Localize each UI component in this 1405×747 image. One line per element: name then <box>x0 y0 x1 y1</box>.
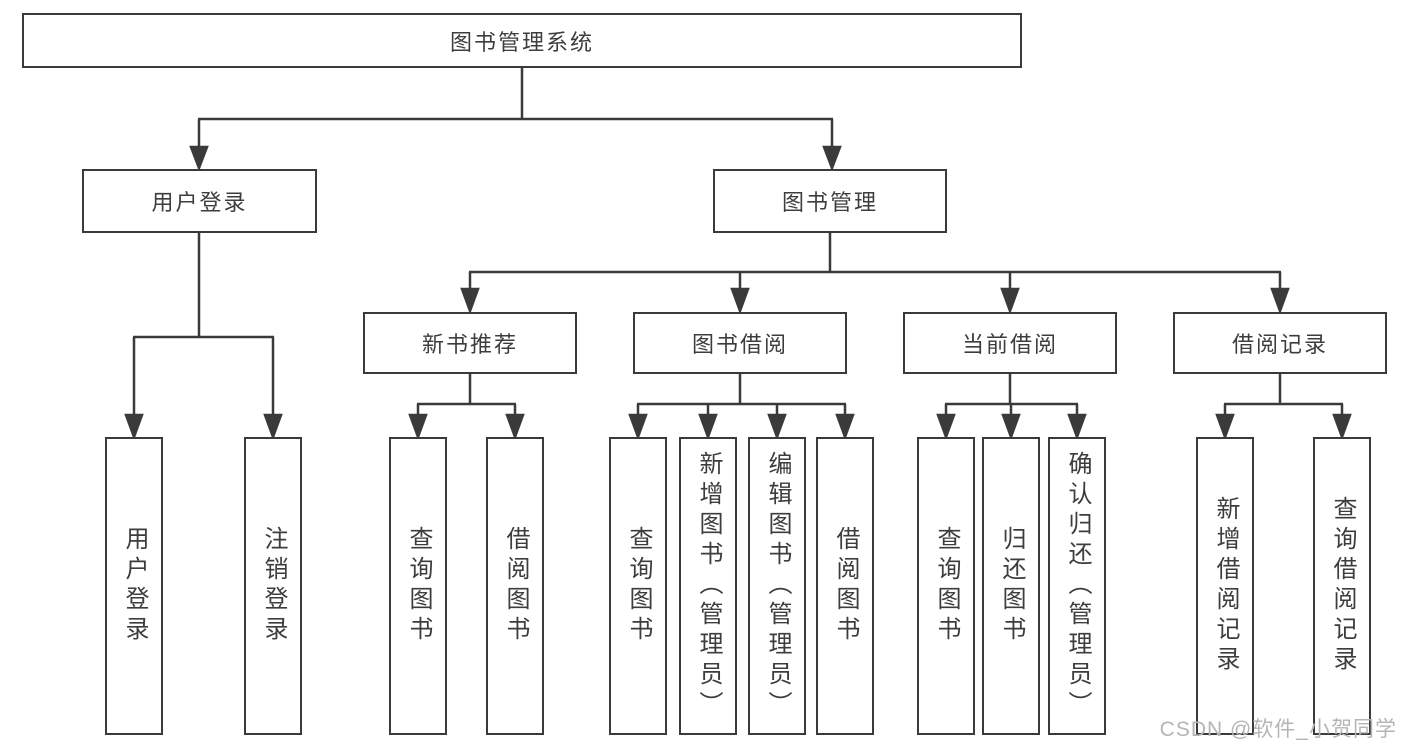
leaf-cb-confirm-return-admin-label: 确认归还（管理员） <box>1064 451 1091 721</box>
leaf-nbr-query-books-label: 查询图书 <box>405 526 432 646</box>
leaf-bb-add-books-admin: 新增图书（管理员） <box>679 437 737 735</box>
leaf-cb-return-books-label: 归还图书 <box>998 526 1025 646</box>
leaf-bb-borrow-books: 借阅图书 <box>816 437 874 735</box>
leaf-br-query-record: 查询借阅记录 <box>1313 437 1371 735</box>
node-current-borrowing: 当前借阅 <box>903 312 1117 374</box>
node-borrowing-records: 借阅记录 <box>1173 312 1387 374</box>
leaf-logout-label: 注销登录 <box>260 526 287 646</box>
leaf-bb-borrow-books-label: 借阅图书 <box>832 526 859 646</box>
node-root: 图书管理系统 <box>22 13 1022 68</box>
node-book-borrowing-label: 图书借阅 <box>691 332 788 357</box>
node-borrowing-records-label: 借阅记录 <box>1231 332 1328 357</box>
node-user-login-label: 用户登录 <box>151 190 248 215</box>
leaf-br-add-record: 新增借阅记录 <box>1196 437 1254 735</box>
leaf-logout: 注销登录 <box>244 437 302 735</box>
leaf-bb-edit-books-admin: 编辑图书（管理员） <box>748 437 806 735</box>
leaf-user-login-label: 用户登录 <box>121 526 148 646</box>
leaf-br-query-record-label: 查询借阅记录 <box>1329 496 1356 676</box>
leaf-user-login: 用户登录 <box>105 437 163 735</box>
node-book-management: 图书管理 <box>713 169 947 233</box>
leaf-cb-query-books-label: 查询图书 <box>933 526 960 646</box>
leaf-bb-query-books: 查询图书 <box>609 437 667 735</box>
node-root-label: 图书管理系统 <box>449 29 594 55</box>
leaf-bb-add-books-admin-label: 新增图书（管理员） <box>695 451 722 721</box>
leaf-nbr-borrow-books: 借阅图书 <box>486 437 544 735</box>
node-user-login: 用户登录 <box>82 169 317 233</box>
leaf-cb-query-books: 查询图书 <box>917 437 975 735</box>
node-new-book-recommend: 新书推荐 <box>363 312 577 374</box>
node-book-borrowing: 图书借阅 <box>633 312 847 374</box>
leaf-bb-query-books-label: 查询图书 <box>625 526 652 646</box>
leaf-br-add-record-label: 新增借阅记录 <box>1212 496 1239 676</box>
leaf-bb-edit-books-admin-label: 编辑图书（管理员） <box>764 451 791 721</box>
node-new-book-recommend-label: 新书推荐 <box>421 332 518 357</box>
leaf-nbr-borrow-books-label: 借阅图书 <box>502 526 529 646</box>
node-current-borrowing-label: 当前借阅 <box>961 332 1058 357</box>
node-book-management-label: 图书管理 <box>781 190 878 215</box>
leaf-nbr-query-books: 查询图书 <box>389 437 447 735</box>
watermark: CSDN @软件_小贺同学 <box>1159 718 1397 741</box>
leaf-cb-confirm-return-admin: 确认归还（管理员） <box>1048 437 1106 735</box>
leaf-cb-return-books: 归还图书 <box>982 437 1040 735</box>
